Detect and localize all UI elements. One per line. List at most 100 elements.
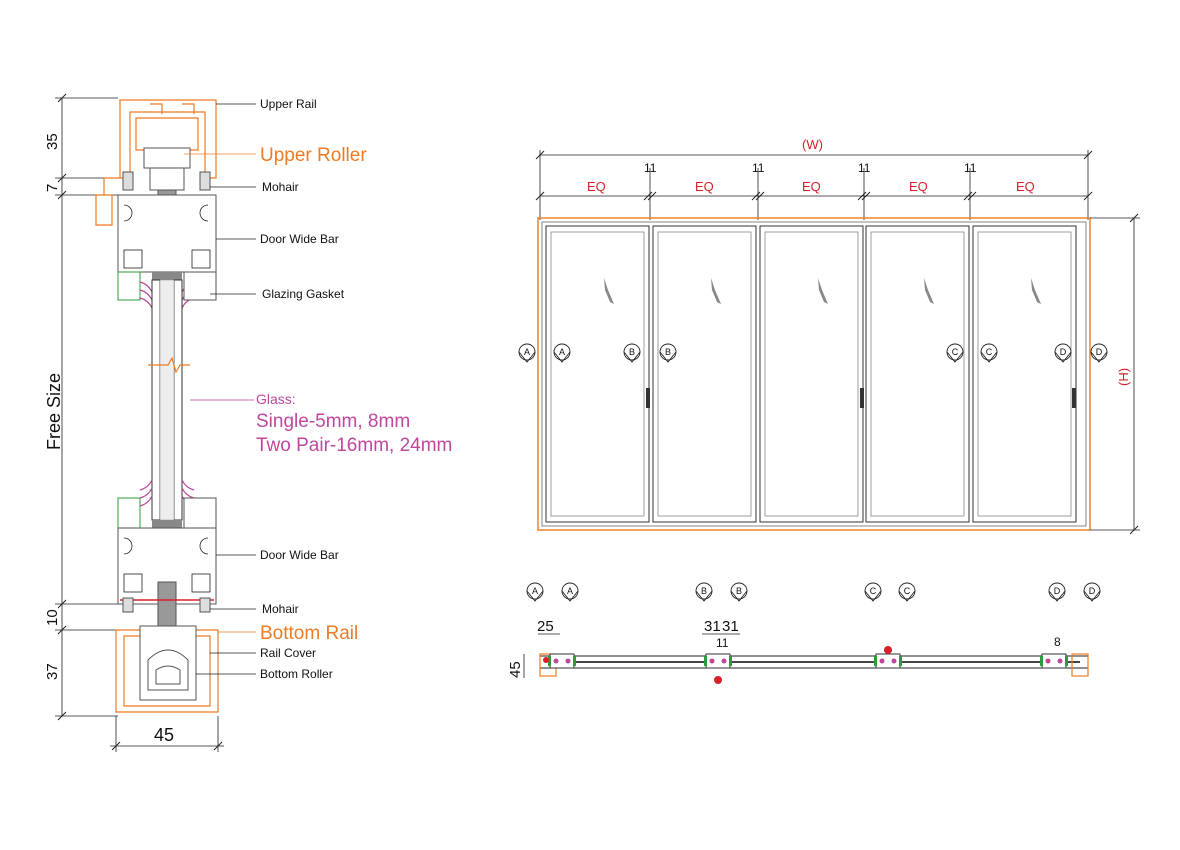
door-handle [860, 388, 864, 408]
bottom-rail-profile [115, 625, 219, 713]
section-marker-letter: C [986, 347, 993, 357]
label-upper-roller: Upper Roller [260, 145, 367, 166]
plan-seal [1040, 656, 1043, 666]
eq-tick [535, 191, 545, 201]
glass-reflection [924, 278, 934, 304]
section-marker: C [980, 343, 998, 363]
door-panel [865, 225, 970, 523]
label-glass-line1: Single-5mm, 8mm [256, 411, 410, 432]
eq-tick [647, 191, 657, 201]
section-marker: B [659, 343, 677, 363]
label-rail-cover: Rail Cover [260, 646, 316, 660]
eq-tick [963, 191, 973, 201]
section-marker-letter: A [524, 347, 530, 357]
plan-gasket [553, 658, 559, 664]
section-marker-letter: A [559, 347, 565, 357]
dim-11-plan: 11 [716, 636, 729, 650]
glass-reflection [711, 278, 721, 304]
plan-gasket [891, 658, 897, 664]
section-marker-letter: D [1096, 347, 1103, 357]
glazing-gasket-top [117, 271, 217, 309]
door-panel [652, 225, 757, 523]
section-marker: A [526, 582, 544, 602]
door-panel [545, 225, 650, 523]
section-marker-letter: D [1089, 586, 1096, 596]
label-eq-2: EQ [695, 179, 714, 194]
section-marker-letter: D [1060, 347, 1067, 357]
section-marker: B [695, 582, 713, 602]
glass-reflection [818, 278, 828, 304]
glass-panel [148, 279, 190, 521]
label-eq-3: EQ [802, 179, 821, 194]
door-panel [759, 225, 864, 523]
section-marker: D [1090, 343, 1108, 363]
label-door-wide-bar-bottom: Door Wide Bar [260, 548, 339, 562]
eq-tick [967, 191, 977, 201]
dim-7: 7 [44, 184, 61, 192]
door-glass [657, 231, 752, 517]
dim-8-plan: 8 [1054, 635, 1061, 649]
door-glass [764, 231, 859, 517]
plan-lock [543, 657, 549, 663]
dim-45-section: 45 [154, 725, 174, 745]
label-height: (H) [1116, 368, 1131, 386]
plan-gasket [721, 658, 727, 664]
plan-seal [899, 656, 902, 666]
plan-lock [714, 676, 722, 684]
section-marker: D [1048, 582, 1066, 602]
dim-25: 25 [537, 618, 554, 635]
section-marker-letter: C [952, 347, 959, 357]
dim-45-plan: 45 [507, 661, 524, 678]
eq-tick [643, 191, 653, 201]
eq-tick [755, 191, 765, 201]
dim-10: 10 [44, 609, 61, 626]
section-marker-letter: B [736, 586, 742, 596]
plan-seal [1065, 656, 1068, 666]
glazing-gasket-bottom [117, 479, 217, 529]
label-gap-2: 11 [752, 161, 765, 175]
section-marker-letter: C [904, 586, 911, 596]
eq-tick [1083, 191, 1093, 201]
eq-tick [751, 191, 761, 201]
plan-seal [729, 656, 732, 666]
glass-reflection [1031, 278, 1041, 304]
label-bottom-roller: Bottom Roller [260, 667, 333, 681]
door-wide-bar-bottom [117, 520, 217, 631]
dim-free-size: Free Size [44, 373, 64, 450]
dim-31-b: 31 [722, 618, 739, 635]
label-glass-line2: Two Pair-16mm, 24mm [256, 435, 452, 456]
section-marker-letter: D [1054, 586, 1061, 596]
label-mohair-top: Mohair [262, 180, 299, 194]
section-marker-letter: A [532, 586, 538, 596]
section-marker-letter: B [701, 586, 707, 596]
door-handle [1072, 388, 1076, 408]
section-marker: D [1054, 343, 1072, 363]
plan-seal [548, 656, 551, 666]
label-mohair-bottom: Mohair [262, 602, 299, 616]
plan-gasket [1045, 658, 1051, 664]
plan-gasket [879, 658, 885, 664]
eq-tick [861, 191, 871, 201]
glass-reflection [604, 278, 614, 304]
section-marker-letter: A [567, 586, 573, 596]
label-eq-4: EQ [909, 179, 928, 194]
section-marker: B [730, 582, 748, 602]
door-handle [646, 388, 650, 408]
label-width: (W) [802, 137, 823, 152]
label-door-wide-bar-top: Door Wide Bar [260, 232, 339, 246]
label-glazing-gasket: Glazing Gasket [262, 287, 345, 301]
door-wide-bar-top [117, 194, 217, 280]
section-marker: C [946, 343, 964, 363]
label-bottom-rail: Bottom Rail [260, 623, 358, 644]
label-gap-1: 11 [644, 161, 657, 175]
section-marker: D [1083, 582, 1101, 602]
plan-seal [704, 656, 707, 666]
section-marker: A [561, 582, 579, 602]
label-glass-title: Glass: [256, 391, 296, 407]
door-glass [977, 231, 1072, 517]
plan-lock [884, 646, 892, 654]
plan-seal [874, 656, 877, 666]
section-marker: C [898, 582, 916, 602]
